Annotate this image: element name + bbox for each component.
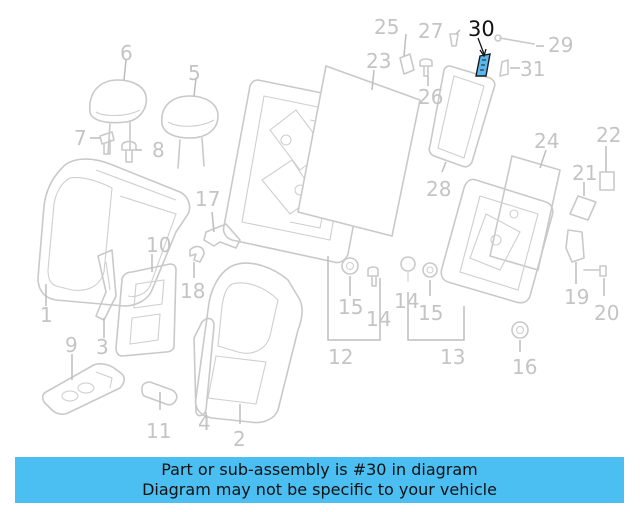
part-17-latch: [203, 223, 241, 249]
part-20-bolt: [583, 265, 607, 277]
callout-26: 26: [418, 85, 443, 109]
callout-28: 28: [426, 177, 451, 201]
banner-line-part: Part or sub-assembly is #30 in diagram: [161, 460, 478, 479]
part-19-latch: [565, 229, 585, 263]
part-11-trim: [141, 381, 178, 406]
part-10-armrest-frame: [115, 263, 177, 357]
part-31-clip: [499, 59, 509, 77]
callout-7: 7: [74, 126, 87, 150]
callout-15b: 15: [418, 301, 443, 325]
part-29-rod: [494, 34, 535, 45]
callout-29: 29: [548, 33, 573, 57]
part-5-headrest-center: [161, 95, 219, 169]
part-14-bolt-b: [400, 256, 416, 282]
callout-14b: 14: [394, 289, 419, 313]
part-26-bolt: [419, 58, 433, 77]
part-22-cap: [599, 171, 615, 191]
callout-21: 21: [572, 161, 597, 185]
part-8-headrest-guide: [121, 140, 137, 163]
callout-8: 8: [152, 138, 165, 162]
callout-19: 19: [564, 285, 589, 309]
part-1-seatback-cushion-left: [37, 158, 191, 307]
part-16-grommet: [511, 321, 529, 339]
part-14-bolt-a: [367, 266, 379, 287]
callout-22: 22: [596, 123, 621, 147]
callout-4: 4: [198, 411, 211, 435]
part-28-passthrough-frame: [428, 65, 496, 168]
part-4-bolster: [193, 317, 215, 417]
callout-14a: 14: [366, 307, 391, 331]
part-21-bracket: [569, 195, 597, 221]
part-30-highlighted: [475, 53, 491, 77]
callout-labels: 1 2 3 4 5 6 7 8 9 10 11 12 13 14 14 15 1…: [40, 15, 621, 451]
callout-3: 3: [96, 335, 109, 359]
part-18-clip: [189, 245, 205, 263]
callout-6: 6: [120, 41, 133, 65]
callout-20: 20: [594, 301, 619, 325]
part-6-headrest-left: [89, 79, 148, 155]
callout-11: 11: [146, 419, 171, 443]
part-15-bushing-b: [422, 262, 438, 278]
callout-30-highlighted: 30: [468, 17, 495, 41]
callout-2: 2: [233, 427, 246, 451]
part-23-back-panel: [297, 64, 421, 237]
callout-31: 31: [520, 57, 545, 81]
part-25-bracket: [399, 53, 415, 75]
banner-line-disclaimer: Diagram may not be specific to your vehi…: [142, 480, 497, 499]
part-13-seatback-frame-right: [440, 154, 561, 304]
callout-9: 9: [65, 333, 78, 357]
part-15-bushing-a: [341, 257, 359, 275]
info-banner: Part or sub-assembly is #30 in diagram D…: [15, 457, 624, 503]
seat-parts-diagram: 1 2 3 4 5 6 7 8 9 10 11 12 13 14 14 15 1…: [37, 15, 621, 451]
callout-5: 5: [188, 61, 201, 85]
callout-13: 13: [440, 345, 465, 369]
callout-24: 24: [534, 129, 559, 153]
callout-16: 16: [512, 355, 537, 379]
callout-23: 23: [366, 49, 391, 73]
callout-10: 10: [146, 233, 171, 257]
part-7-headrest-guide: [99, 131, 115, 155]
callout-1: 1: [40, 303, 53, 327]
part-3-bracket: [95, 249, 117, 321]
part-9-armrest: [41, 363, 125, 415]
callout-18: 18: [180, 279, 205, 303]
leader-lines: [45, 29, 607, 424]
callout-27: 27: [418, 19, 443, 43]
callout-25: 25: [374, 15, 399, 39]
part-2-seatback-cushion-right: [194, 262, 303, 424]
callout-17: 17: [195, 187, 220, 211]
callout-12: 12: [328, 345, 353, 369]
part-27-pin: [449, 33, 459, 47]
callout-15a: 15: [338, 295, 363, 319]
